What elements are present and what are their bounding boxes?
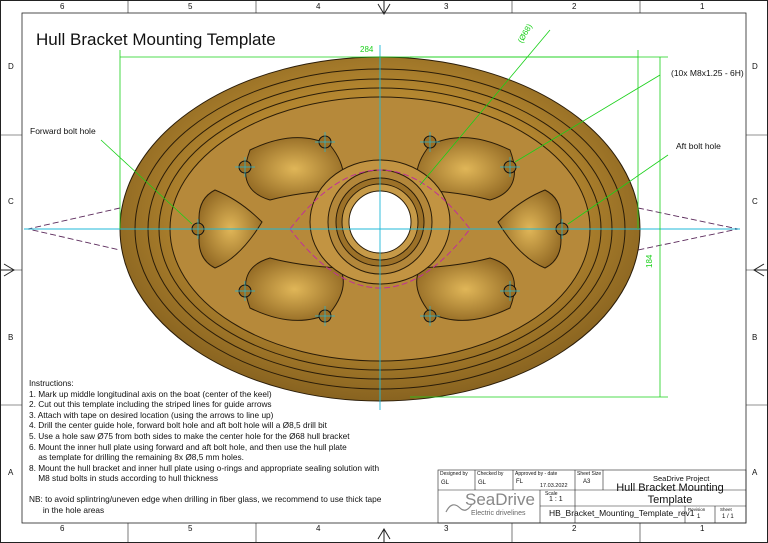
ruler-col-label: 3 — [444, 2, 449, 11]
forward-bolt-hole-label: Forward bolt hole — [30, 126, 96, 136]
ruler-row-label: D — [8, 62, 14, 71]
designed-by-label: Designed by — [440, 471, 468, 477]
approved-by-value: FL — [516, 479, 524, 485]
sheet-value: 1 / 1 — [722, 514, 734, 520]
ruler-col-label: 1 — [700, 524, 705, 533]
hole-saw-outline — [289, 169, 471, 289]
ruler-col-label: 4 — [316, 524, 321, 533]
scale-label: Scale — [545, 491, 558, 497]
instruction-line: 8. Mount the hull bracket and inner hull… — [29, 462, 380, 473]
ruler-col-label: 2 — [572, 524, 577, 533]
sheet-size-value: A3 — [583, 479, 591, 485]
width-dimension: 284 — [360, 45, 374, 54]
ruler-row-label: A — [752, 468, 758, 477]
thread-spec-label: (10x M8x1.25 - 6H) — [671, 68, 744, 78]
ruler-row-label: C — [8, 197, 14, 206]
instruction-line: 5. Use a hole saw Ø75 from both sides to… — [29, 430, 350, 441]
ruler-row-label: B — [752, 333, 758, 342]
logo-name: SeaDrive — [465, 490, 535, 509]
ruler-col-label: 5 — [188, 2, 193, 11]
ruler-col-label: 6 — [60, 524, 65, 533]
instruction-line: 4. Drill the center guide hole, forward … — [29, 420, 327, 431]
sheet-size-label: Sheet Size — [577, 471, 602, 477]
ruler-row-label: A — [8, 468, 14, 477]
instruction-line: 1. Mark up middle longitudinal axis on t… — [29, 388, 272, 399]
revision-value: 1 — [697, 514, 701, 520]
ruler-col-label: 4 — [316, 2, 321, 11]
ruler-row-label: B — [8, 333, 14, 342]
page-title: Hull Bracket Mounting Template — [36, 30, 276, 49]
instruction-line: as template for drilling the remaining 8… — [29, 452, 244, 463]
ruler-col-label: 2 — [572, 2, 577, 11]
scale-value: 1 : 1 — [549, 496, 563, 503]
sheet-label: Sheet — [720, 507, 732, 512]
logo-tagline: Electric drivelines — [471, 510, 526, 517]
aft-bolt-hole-label: Aft bolt hole — [676, 141, 721, 151]
instructions-block: Instructions: 1. Mark up middle longitud… — [29, 378, 449, 484]
dimension-lines — [100, 29, 669, 398]
instruction-line: M8 stud bolts in studs according to hull… — [29, 473, 219, 484]
instruction-line: 6. Mount the inner hull plate using forw… — [29, 441, 347, 452]
checked-by-label: Checked by — [477, 471, 504, 477]
instruction-line: 2. Cut out this template including the s… — [29, 399, 272, 410]
nb-note: NB: to avoid splintring/uneven edge when… — [29, 494, 381, 515]
revision-label: Revision — [688, 507, 706, 512]
drawing-title: Hull Bracket Mounting Template — [616, 482, 724, 506]
project-name: SeaDrive Project — [653, 474, 710, 483]
title-block — [437, 469, 747, 524]
nb-line: NB: to avoid splintring/uneven edge when… — [29, 494, 382, 504]
filename: HB_Bracket_Mounting_Template_rev1 — [549, 508, 695, 518]
instruction-line: 3. Attach with tape on desired location … — [29, 409, 274, 420]
centerlines — [24, 45, 740, 410]
instructions-heading: Instructions: — [29, 378, 74, 388]
ruler-col-label: 3 — [444, 524, 449, 533]
nb-line: in the hole areas — [29, 504, 105, 515]
logo-wave-icon — [445, 503, 473, 513]
bolt-hole-crosshairs — [188, 132, 572, 326]
ruler-col-label: 6 — [60, 2, 65, 11]
designed-by-value: GL — [441, 480, 450, 486]
ruler-col-label: 1 — [700, 2, 705, 11]
approved-label: Approved by - date — [515, 471, 558, 477]
ruler-col-label: 5 — [188, 524, 193, 533]
ruler-row-label: C — [752, 197, 758, 206]
approved-date-value: 17.03.2022 — [540, 483, 568, 489]
checked-by-value: GL — [478, 480, 487, 486]
height-dimension: 184 — [645, 254, 654, 268]
ruler-row-label: D — [752, 62, 758, 71]
